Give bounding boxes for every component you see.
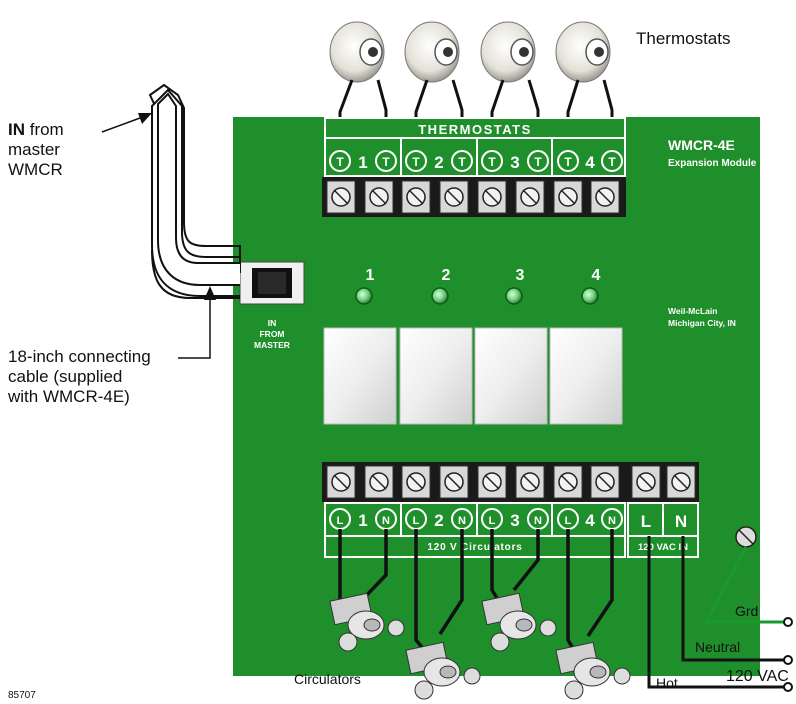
- in-from-text: from: [25, 120, 64, 139]
- circulator-pump-3: [481, 592, 557, 652]
- manufacturer-city: Michigan City, IN: [668, 318, 736, 328]
- hot-label: Hot: [656, 675, 678, 691]
- cable-label-line1: 18-inch connecting: [8, 347, 151, 366]
- circulator-screw-block: [322, 462, 699, 502]
- circulator-pump-2: [405, 641, 481, 700]
- circulators-bar-label: 120 V Circulators: [427, 542, 522, 553]
- relay-2: [399, 327, 473, 425]
- circulator-terminal-2: L 2 N: [405, 508, 473, 530]
- ground-label: Grd: [735, 603, 758, 619]
- cable-label-line3: with WMCR-4E): [7, 387, 130, 406]
- power-terminal-l: L: [641, 512, 651, 531]
- terminal-left-label: T: [336, 155, 344, 169]
- thermostat-terminal-2: T 2 T: [405, 150, 473, 172]
- model-name: WMCR-4E: [668, 137, 735, 153]
- terminal-right-label: T: [534, 155, 542, 169]
- terminal-left-label: L: [413, 515, 420, 527]
- zone-led-2: [431, 287, 449, 305]
- thermostat-terminal-1: T 1 T: [329, 150, 397, 172]
- connector-label-from: FROM: [259, 329, 284, 339]
- vac-supply-label: 120 VAC: [726, 668, 789, 685]
- circulator-pump-1: [329, 592, 405, 652]
- zone-number: 4: [585, 153, 595, 172]
- terminal-left-label: L: [337, 515, 344, 527]
- zone-led-1: [355, 287, 373, 305]
- terminal-left-label: L: [489, 515, 496, 527]
- led-label-2: 2: [442, 267, 451, 284]
- thermostat-terminal-4: T 4 T: [557, 150, 623, 172]
- terminal-right-label: T: [608, 155, 616, 169]
- zone-leds: 1 2 3 4: [355, 267, 601, 305]
- terminal-right-label: N: [458, 515, 466, 527]
- zone-number: 2: [434, 153, 443, 172]
- zone-number: 1: [358, 153, 367, 172]
- relay-3: [474, 327, 548, 425]
- neutral-label: Neutral: [695, 639, 740, 655]
- circulator-terminal-1: L 1 N: [329, 508, 397, 530]
- connector-label-master: MASTER: [254, 340, 290, 350]
- thermostat-1: [329, 21, 385, 83]
- module-name: Expansion Module: [668, 158, 757, 169]
- relay-1: [323, 327, 397, 425]
- zone-number: 4: [585, 511, 595, 530]
- in-arrow: [138, 113, 152, 124]
- cable-arrow: [204, 286, 216, 300]
- thermostat-devices: [329, 21, 611, 83]
- terminal-right-label: T: [458, 155, 466, 169]
- circulator-pump-4: [555, 641, 631, 700]
- zone-led-3: [505, 287, 523, 305]
- thermostats-heading: Thermostats: [636, 29, 730, 48]
- circulator-terminal-4: L 4 N: [557, 508, 623, 530]
- terminal-right-label: N: [608, 515, 616, 527]
- relays: [323, 327, 623, 425]
- circulator-terminal-3: L 3 N: [481, 508, 549, 530]
- cable-label-line2: cable (supplied: [8, 367, 122, 386]
- zone-number: 3: [510, 511, 519, 530]
- terminal-left-label: L: [565, 515, 572, 527]
- power-wires: [647, 536, 788, 689]
- circulators-label: Circulators: [294, 671, 361, 687]
- terminal-left-label: T: [564, 155, 572, 169]
- terminal-left-label: T: [412, 155, 420, 169]
- vac-bar-label: 120 VAC IN: [638, 542, 688, 553]
- thermostat-terminals: T 1 T T 2 T T 3 T T 4 T: [329, 150, 623, 172]
- in-from-label-line1: IN from: [8, 120, 64, 139]
- thermostat-2: [404, 21, 460, 83]
- power-terminal-n: N: [675, 512, 687, 531]
- relay-4: [549, 327, 623, 425]
- thermostat-3: [480, 21, 536, 83]
- terminal-right-label: T: [382, 155, 390, 169]
- zone-number: 2: [434, 511, 443, 530]
- figure-number: 85707: [8, 690, 36, 701]
- led-label-1: 1: [366, 267, 375, 284]
- circulator-pumps: [329, 592, 631, 700]
- thermostat-screw-block: [322, 177, 626, 217]
- thermostat-4: [555, 21, 611, 83]
- in-from-label-line2: master: [8, 140, 60, 159]
- master-connector: [239, 261, 305, 305]
- zone-number: 3: [510, 153, 519, 172]
- led-label-4: 4: [592, 267, 601, 284]
- ground-screw: [735, 526, 757, 548]
- cable-body: [154, 104, 240, 285]
- zone-led-4: [581, 287, 599, 305]
- thermostat-terminal-3: T 3 T: [481, 150, 549, 172]
- connector-label-in: IN: [268, 318, 277, 328]
- board-thermostats-title: THERMOSTATS: [418, 122, 532, 137]
- terminal-left-label: T: [488, 155, 496, 169]
- in-from-label-line3: WMCR: [8, 160, 63, 179]
- terminal-right-label: N: [534, 515, 542, 527]
- manufacturer: Weil-McLain: [668, 306, 717, 316]
- in-bold-text: IN: [8, 120, 25, 139]
- terminal-right-label: N: [382, 515, 390, 527]
- led-label-3: 3: [516, 267, 525, 284]
- zone-number: 1: [358, 511, 367, 530]
